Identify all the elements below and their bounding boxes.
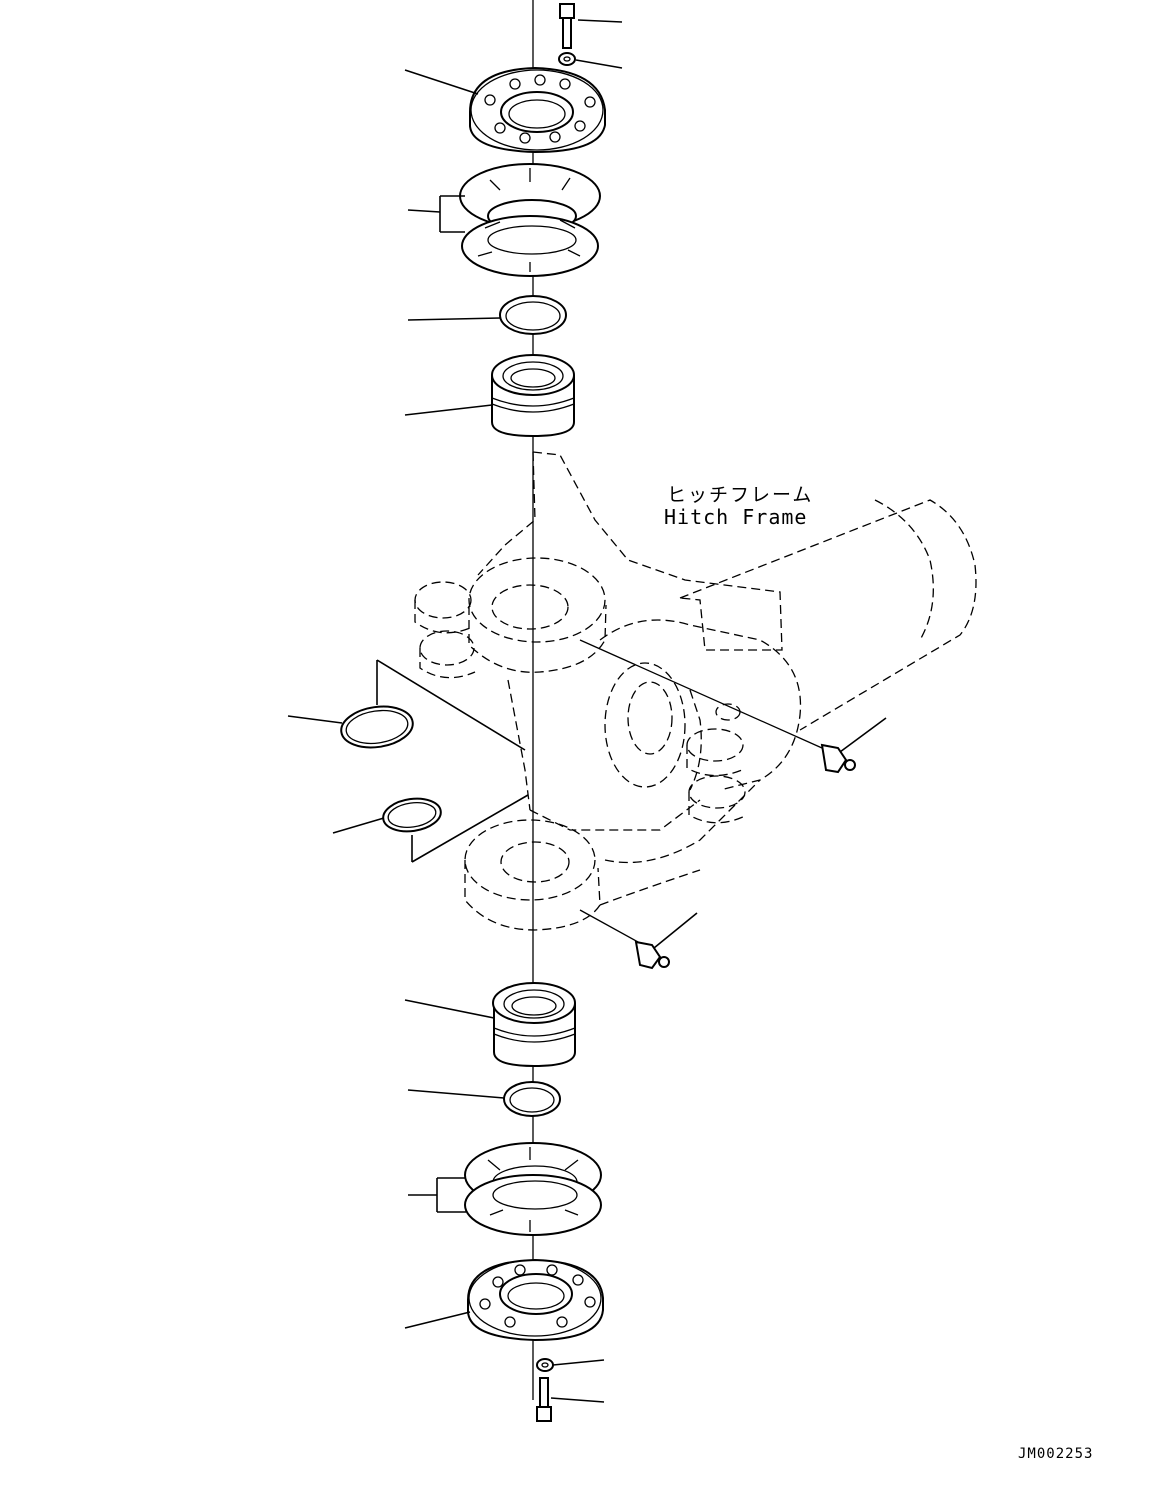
hitch-frame-label-en: Hitch Frame	[664, 505, 808, 529]
lower-retainer-plate	[405, 1260, 603, 1340]
figure-code: JM002253	[1018, 1446, 1094, 1462]
top-bolt	[560, 4, 622, 48]
bottom-washer	[537, 1359, 604, 1371]
side-o-ring-upper	[288, 702, 415, 752]
hitch-frame	[415, 452, 976, 930]
grease-fitting-lower	[580, 910, 697, 968]
upper-shims	[408, 164, 600, 276]
hitch-frame-label-jp: ヒッチフレーム	[667, 484, 814, 506]
side-o-ring-lower	[333, 795, 443, 835]
lower-shims	[408, 1143, 601, 1235]
upper-seal-ring	[408, 296, 566, 334]
grease-fitting-upper	[580, 640, 886, 772]
lower-seal-ring	[408, 1082, 560, 1116]
upper-bearing	[405, 355, 574, 436]
o-ring-leader-bracket	[377, 660, 528, 862]
bottom-bolt	[537, 1378, 604, 1421]
lower-bearing	[405, 983, 575, 1066]
top-washer	[559, 53, 622, 68]
upper-retainer-plate	[405, 68, 605, 152]
